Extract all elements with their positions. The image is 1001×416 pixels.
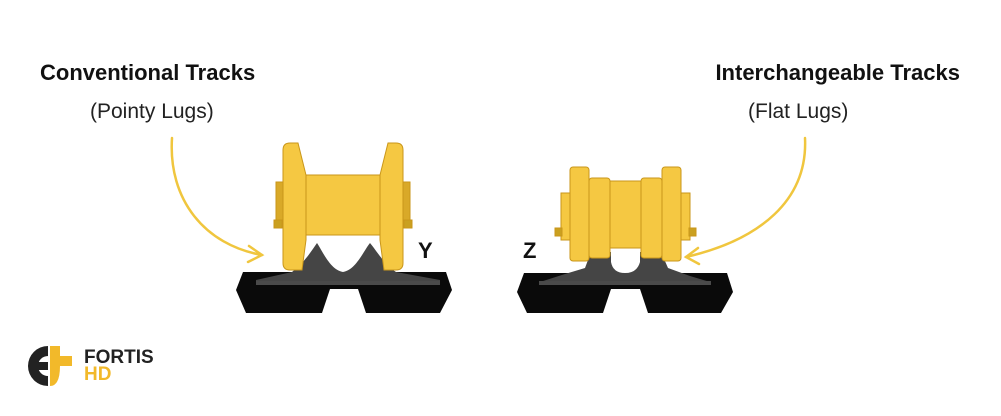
- right-title: Interchangeable Tracks: [715, 60, 960, 85]
- right-arrow-icon: [683, 136, 807, 266]
- left-subtitle: (Pointy Lugs): [90, 100, 214, 123]
- flat-roller: [554, 166, 697, 262]
- conventional-track: [236, 142, 452, 313]
- left-title: Conventional Tracks: [40, 60, 256, 85]
- logo-text-hd: HD: [84, 364, 112, 385]
- left-arrow-icon: [170, 136, 265, 264]
- marker-y: Y: [418, 238, 433, 263]
- interchangeable-track: [517, 166, 733, 313]
- fortis-logo-icon: [28, 346, 72, 386]
- pointy-roller: [273, 142, 413, 271]
- right-subtitle: (Flat Lugs): [748, 100, 849, 123]
- logo-text-fortis: FORTIS: [84, 347, 154, 368]
- marker-z: Z: [523, 238, 537, 263]
